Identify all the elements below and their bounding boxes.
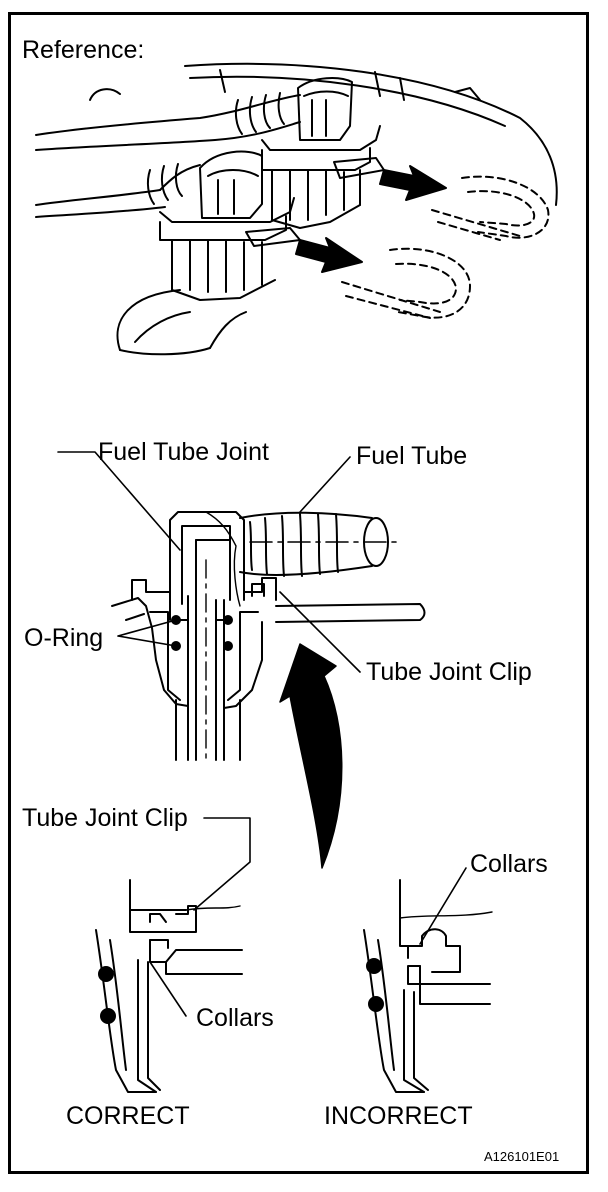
reference-illustration (35, 62, 558, 356)
curved-arrow (279, 643, 343, 869)
collars-correct-label: Collars (196, 1004, 274, 1032)
o-ring-label: O-Ring (24, 624, 104, 652)
tube-joint-clip-label: Tube Joint Clip (366, 658, 532, 686)
cross-section-illustration (57, 451, 426, 761)
figure-code: A126101E01 (484, 1149, 560, 1164)
reference-label: Reference: (22, 36, 145, 64)
incorrect-caption: INCORRECT (324, 1102, 473, 1130)
correct-detail (95, 817, 251, 1093)
tube-joint-clip-detail-label: Tube Joint Clip (22, 804, 188, 832)
incorrect-detail (363, 867, 493, 1093)
collars-incorrect-label: Collars (470, 850, 548, 878)
fuel-tube-joint-label: Fuel Tube Joint (98, 438, 269, 466)
correct-caption: CORRECT (66, 1102, 190, 1130)
fuel-tube-label: Fuel Tube (356, 442, 468, 470)
